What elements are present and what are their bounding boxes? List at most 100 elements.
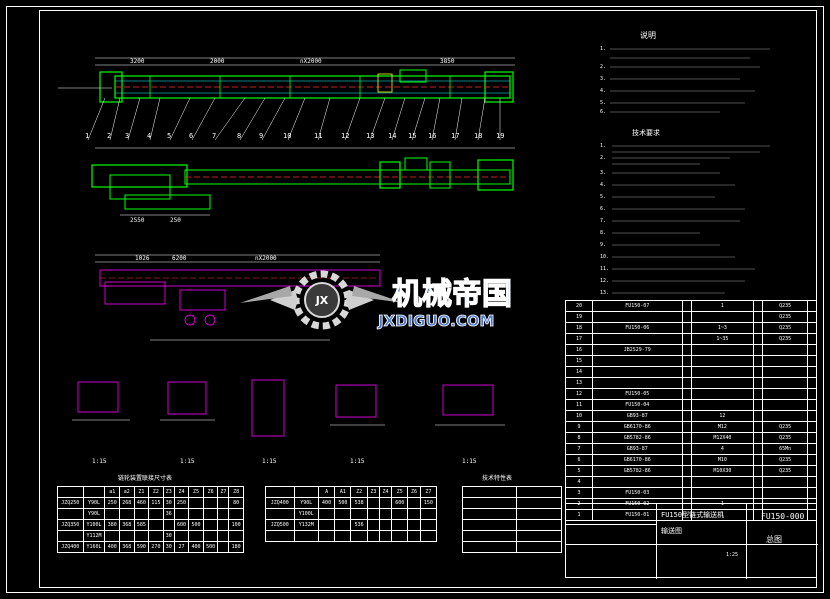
bom-cell <box>807 465 817 477</box>
td <box>516 519 562 531</box>
td <box>461 530 518 542</box>
td <box>217 497 230 509</box>
td: 36 <box>162 508 175 520</box>
req-line-13: 13. <box>600 290 609 296</box>
bom-cell: 1 <box>690 509 755 521</box>
bom-cell <box>762 366 809 378</box>
td <box>202 508 219 520</box>
bom-cell <box>753 300 764 312</box>
req-line-9: 9. <box>600 242 606 248</box>
td <box>419 519 438 531</box>
td <box>378 508 393 520</box>
drawing-scale: 1:25 <box>726 552 739 558</box>
bom-cell: GB6170-86 <box>591 421 683 433</box>
req-line-6: 6. <box>600 206 606 212</box>
bom-cell <box>690 388 755 400</box>
td <box>202 497 219 509</box>
part-no-8: 8 <box>237 132 241 140</box>
drawing-title-main: FU150型链式输送机 <box>661 511 725 519</box>
bom-cell <box>762 487 809 499</box>
bom-cell <box>762 344 809 356</box>
table-row <box>461 508 562 520</box>
td <box>391 530 409 542</box>
req-line-8: 8. <box>600 230 606 236</box>
bom-cell <box>753 377 764 389</box>
td <box>317 530 336 542</box>
td <box>317 508 336 520</box>
ref-line-3: 3. <box>600 76 606 82</box>
dim-left-0: 2550 <box>130 217 145 224</box>
bom-cell <box>753 311 764 323</box>
bom-cell: 16 <box>565 344 593 356</box>
td: 500 <box>202 541 219 553</box>
bom-cell: 1 <box>690 300 755 312</box>
bom-cell: 4 <box>565 476 593 488</box>
bom-cell <box>690 355 755 367</box>
td <box>228 530 244 542</box>
th: Z7 <box>217 486 230 498</box>
bom-cell: GB93-87 <box>591 443 683 455</box>
td <box>57 530 84 542</box>
bom-cell: M12X40 <box>690 432 755 444</box>
part-no-3: 3 <box>125 132 129 140</box>
part-no-4: 4 <box>147 132 151 140</box>
bom-cell <box>753 333 764 345</box>
td: 30 <box>162 497 175 509</box>
bom-cell <box>762 399 809 411</box>
bom-row: 13 <box>565 377 817 389</box>
td <box>104 530 120 542</box>
bom-cell <box>690 366 755 378</box>
bom-cell <box>807 454 817 466</box>
table3-caption: 技术特性表 <box>482 475 513 482</box>
bom-cell: GB5782-86 <box>591 432 683 444</box>
td <box>516 486 562 498</box>
part-no-15: 15 <box>408 132 416 140</box>
bom-cell <box>753 355 764 367</box>
req-line-11: 11. <box>600 266 609 272</box>
bom-cell <box>807 388 817 400</box>
bom-row: 14 <box>565 366 817 378</box>
td <box>516 508 562 520</box>
bom-cell: FU150-05 <box>591 388 683 400</box>
table-row: Y100L <box>265 508 438 520</box>
td <box>265 530 295 542</box>
th: Z7 <box>419 486 438 498</box>
ref-line-2: 2. <box>600 64 606 70</box>
th <box>57 486 84 498</box>
bom-cell <box>681 388 692 400</box>
td: 30 <box>162 530 175 542</box>
bom-cell <box>681 344 692 356</box>
bom-cell <box>753 322 764 334</box>
table-row <box>461 497 562 509</box>
bom-cell: 1 <box>565 509 593 521</box>
part-no-6: 6 <box>189 132 193 140</box>
bom-cell: JB2S29-79 <box>591 344 683 356</box>
bom-cell: 3 <box>565 487 593 499</box>
bom-cell <box>807 410 817 422</box>
bom-cell: Q235 <box>762 322 809 334</box>
th: Z5 <box>391 486 409 498</box>
bom-cell: 18 <box>565 322 593 334</box>
td <box>133 508 150 520</box>
part-no-12: 12 <box>341 132 349 140</box>
bom-cell <box>753 487 764 499</box>
bom-cell <box>681 311 692 323</box>
th: Z6 <box>407 486 421 498</box>
req-line-1: 1. <box>600 143 606 149</box>
side-view: 1026 6200 nX2000 <box>95 254 381 341</box>
bom-cell: 4 <box>690 443 755 455</box>
bom-cell: M10 <box>690 454 755 466</box>
bom-cell <box>681 322 692 334</box>
bom-cell <box>807 421 817 433</box>
th <box>265 486 295 498</box>
bom-cell <box>807 322 817 334</box>
bom-cell <box>690 311 755 323</box>
th: Z1 <box>133 486 150 498</box>
dim-top-3: 3850 <box>440 58 455 65</box>
